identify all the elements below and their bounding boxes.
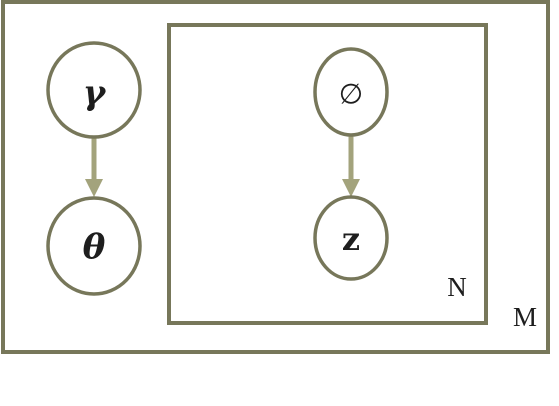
node-theta-label: θ <box>83 227 106 267</box>
node-theta: θ <box>46 196 142 296</box>
node-z: z <box>313 195 389 281</box>
edge-phi-z <box>342 135 360 197</box>
edge-gamma-theta <box>85 137 103 197</box>
plate-m-label: M <box>513 302 537 332</box>
node-gamma: γ <box>46 41 142 139</box>
node-phi: ∅ <box>313 47 389 137</box>
node-gamma-label: γ <box>83 73 107 113</box>
node-z-label: z <box>342 220 360 258</box>
plate-n-label: N <box>447 272 467 302</box>
plate-n <box>167 23 488 325</box>
node-phi-label: ∅ <box>339 78 363 111</box>
plate-m <box>1 0 550 354</box>
